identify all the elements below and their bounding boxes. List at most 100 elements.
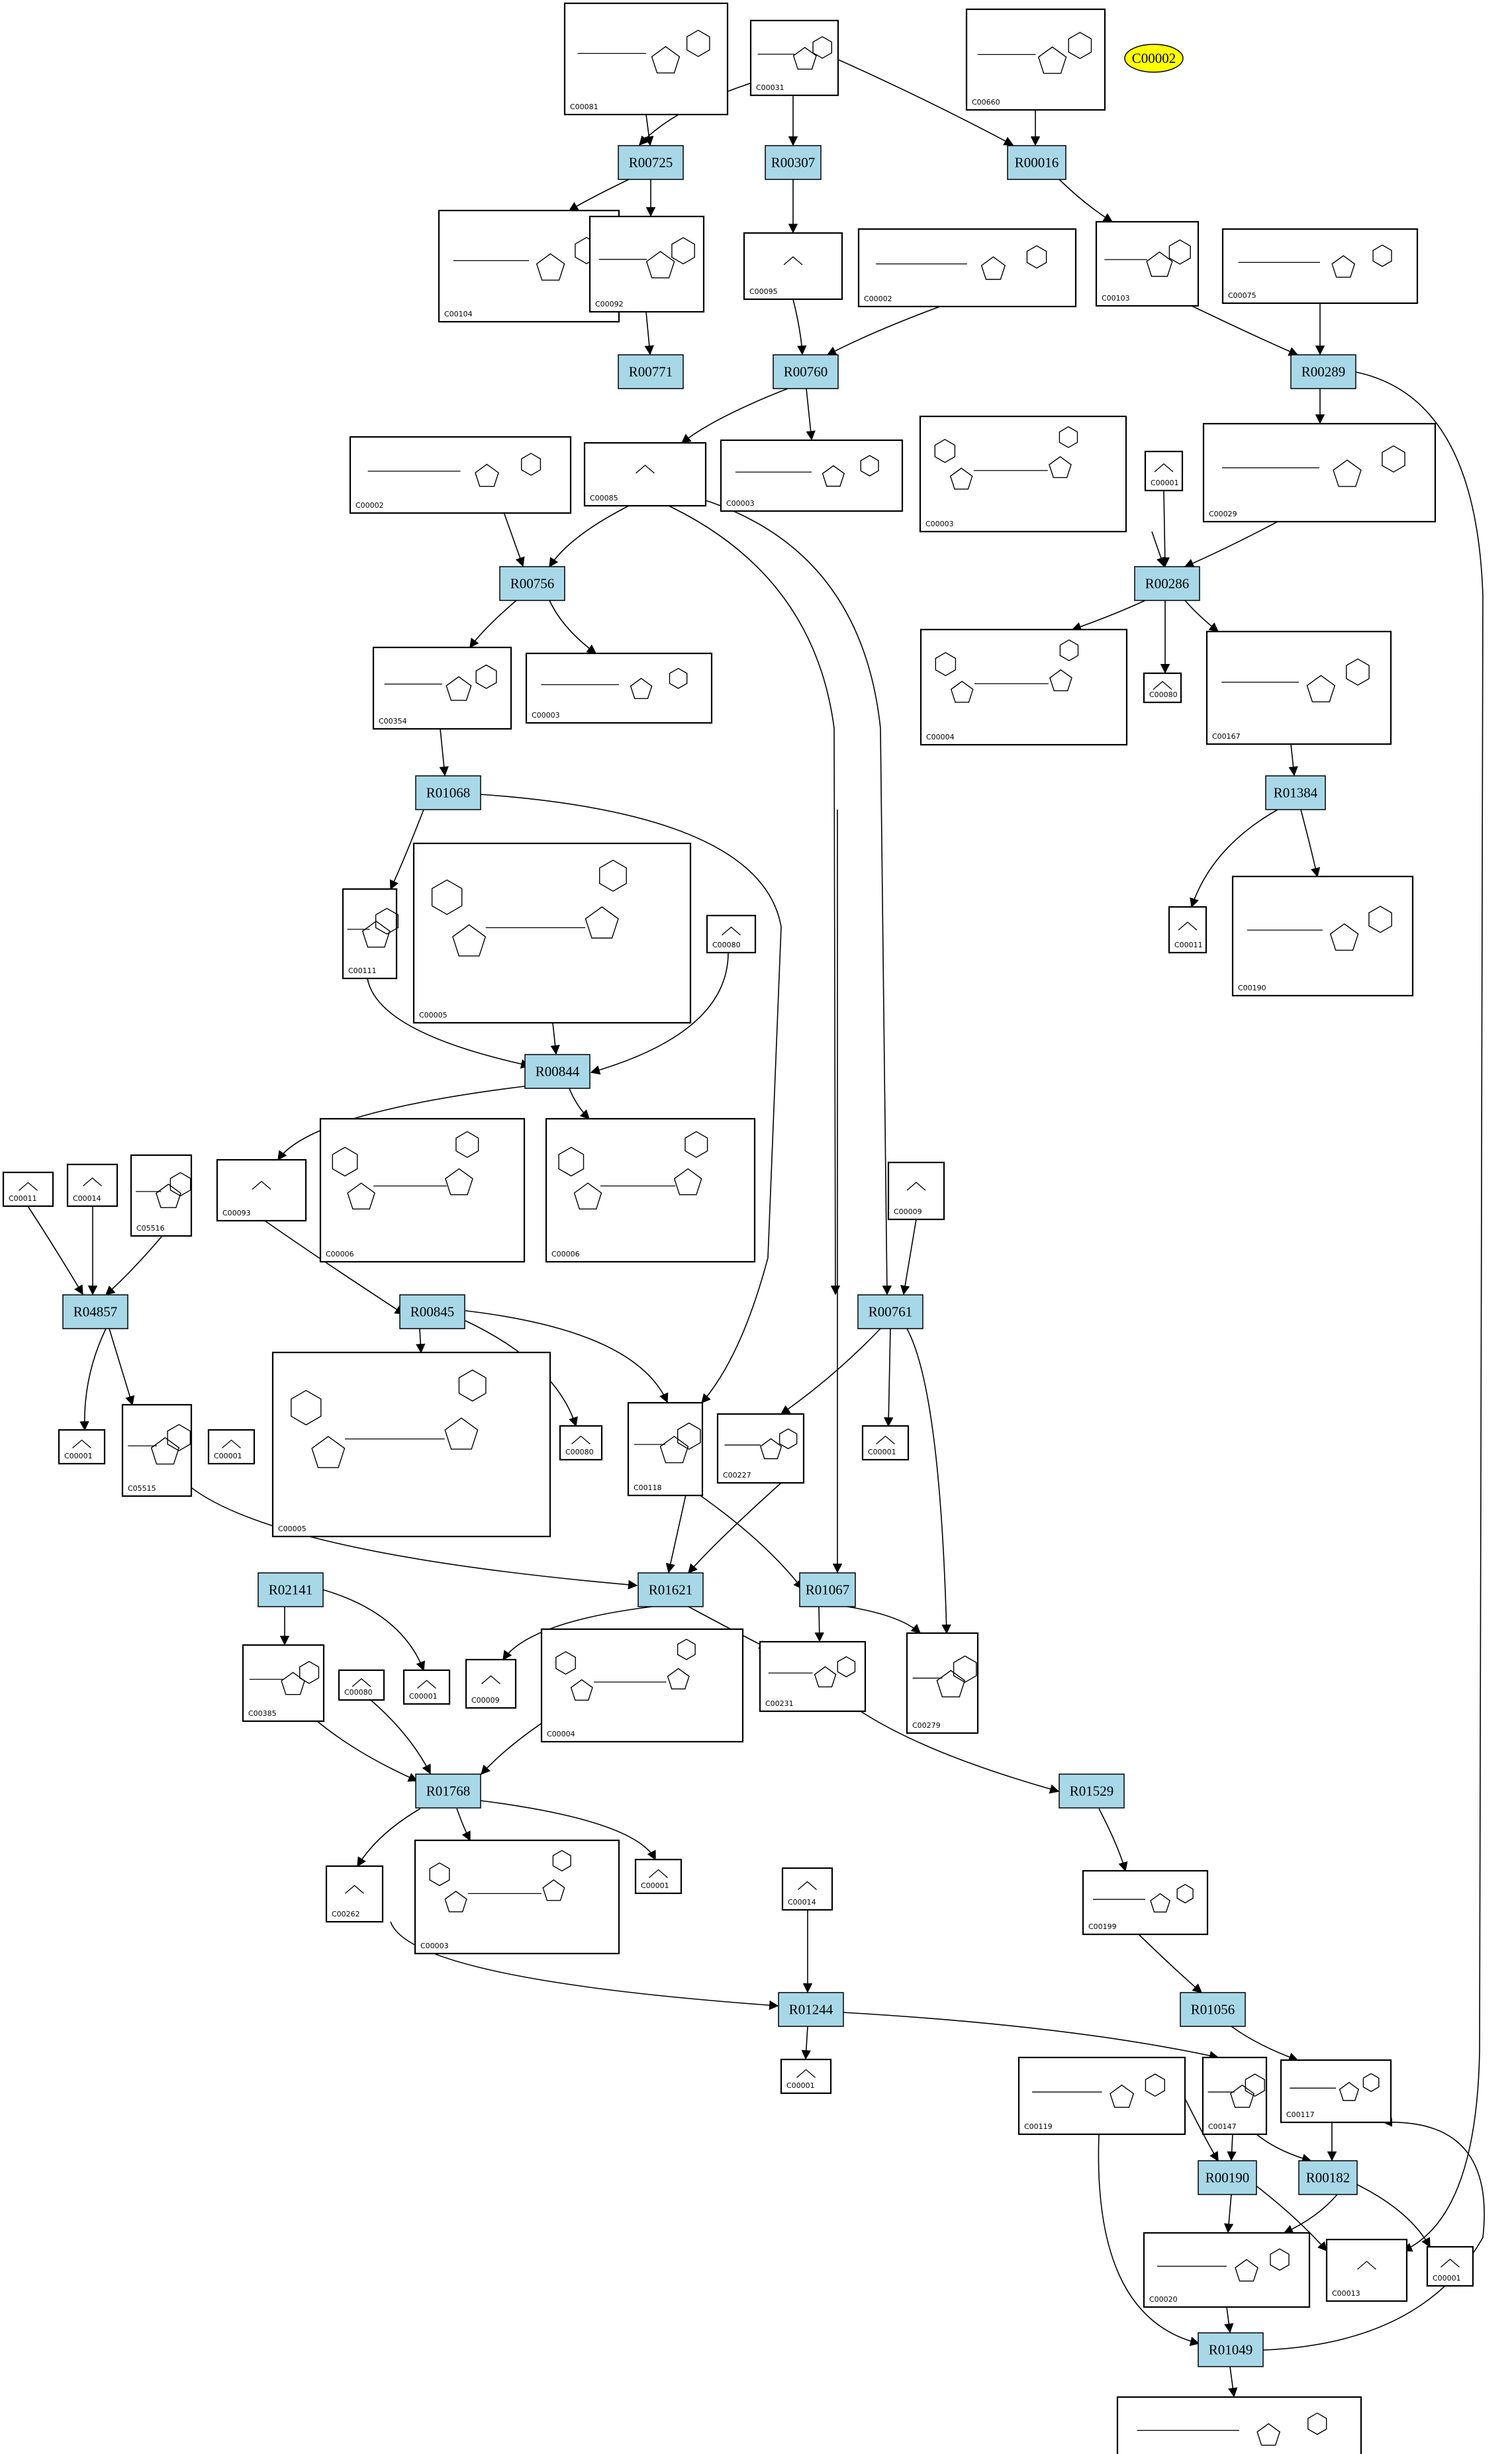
- compound-node[interactable]: C00014: [781, 1867, 833, 1911]
- compound-node[interactable]: C00085: [583, 442, 707, 507]
- compound-node[interactable]: C00092: [589, 215, 705, 313]
- compound-box: [919, 415, 1127, 533]
- compound-node[interactable]: C00104: [438, 209, 620, 323]
- reaction-node[interactable]: R01384: [1265, 775, 1326, 810]
- compound-node[interactable]: C00354: [372, 646, 512, 730]
- compound-node[interactable]: C05516: [130, 1154, 193, 1237]
- compound-node[interactable]: C00002: [1116, 2396, 1362, 2454]
- compound-id: C00095: [749, 287, 778, 296]
- reaction-node[interactable]: R00307: [765, 145, 822, 180]
- compound-node[interactable]: C00081: [563, 2, 729, 116]
- compound-node[interactable]: C00199: [1082, 1869, 1209, 1936]
- compound-node[interactable]: C00119: [1017, 2056, 1186, 2136]
- compound-node[interactable]: C00002: [349, 436, 572, 514]
- compound-node[interactable]: C00004: [540, 1628, 744, 1743]
- compound-node[interactable]: C00231: [759, 1640, 867, 1713]
- compound-node[interactable]: C00011: [2, 1171, 54, 1207]
- compound-node[interactable]: C00031: [749, 19, 839, 97]
- compound-node[interactable]: C00080: [1143, 672, 1182, 704]
- structure-drawing: [876, 1435, 895, 1444]
- compound-node[interactable]: C00003: [720, 439, 904, 512]
- compound-node[interactable]: C00001: [1144, 450, 1184, 492]
- reaction-node[interactable]: R00725: [618, 145, 684, 180]
- reaction-node[interactable]: R01067: [799, 1572, 856, 1607]
- compound-node[interactable]: C00003: [525, 652, 713, 724]
- reaction-node[interactable]: R00182: [1298, 2160, 1358, 2195]
- reaction-node[interactable]: R04857: [62, 1294, 128, 1329]
- compound-node[interactable]: C00020: [1143, 2232, 1311, 2308]
- compound-node[interactable]: C00014: [66, 1163, 118, 1207]
- reaction-edge: [1098, 2134, 1200, 2346]
- compound-node[interactable]: C00005: [271, 1351, 551, 1538]
- compound-id: C00004: [547, 1730, 575, 1738]
- compound-node[interactable]: C00006: [545, 1117, 756, 1263]
- reaction-edge: [480, 794, 782, 1404]
- compound-node[interactable]: C00001: [402, 1669, 451, 1705]
- compound-node[interactable]: C00279: [906, 1632, 979, 1734]
- compound-node[interactable]: C00227: [716, 1413, 805, 1484]
- reaction-node[interactable]: R00761: [857, 1294, 923, 1329]
- reaction-node[interactable]: R00771: [618, 354, 684, 389]
- compound-node[interactable]: C00262: [325, 1865, 384, 1923]
- compound-node[interactable]: C00001: [861, 1425, 910, 1461]
- reaction-id: R01621: [649, 1582, 693, 1598]
- reaction-node[interactable]: R00016: [1007, 145, 1066, 180]
- compound-box: [1168, 906, 1207, 954]
- structure-drawing: [249, 1660, 320, 1695]
- reaction-node[interactable]: R01768: [415, 1773, 481, 1809]
- reaction-node[interactable]: R01244: [778, 1992, 844, 2027]
- compound-node[interactable]: C00003: [414, 1839, 620, 1955]
- reaction-node[interactable]: R00289: [1290, 354, 1356, 389]
- compound-node[interactable]: C00660: [965, 8, 1106, 111]
- compound-node[interactable]: C00004: [920, 628, 1128, 746]
- compound-node[interactable]: C00006: [319, 1117, 526, 1263]
- compound-node[interactable]: C05515: [121, 1403, 193, 1497]
- compound-id: C00001: [409, 1692, 438, 1701]
- reaction-node[interactable]: R01056: [1180, 1992, 1246, 2027]
- compound-node[interactable]: C00147: [1202, 2056, 1268, 2136]
- reaction-node[interactable]: R01049: [1198, 2332, 1264, 2367]
- compound-node[interactable]: C00075: [1221, 228, 1419, 305]
- structure-drawing: [417, 1679, 436, 1689]
- compound-node[interactable]: C00190: [1231, 875, 1414, 997]
- compound-node[interactable]: C00011: [1168, 906, 1207, 954]
- reaction-node[interactable]: R00190: [1198, 2160, 1257, 2195]
- compound-node[interactable]: C00009: [465, 1658, 517, 1709]
- reaction-node[interactable]: R00844: [524, 1054, 591, 1089]
- compound-node[interactable]: C00118: [627, 1401, 704, 1497]
- compound-node[interactable]: C00001: [780, 2058, 832, 2095]
- compound-node[interactable]: C00093: [216, 1158, 307, 1222]
- compound-node[interactable]: C00001: [634, 1858, 683, 1895]
- compound-node[interactable]: C00009: [887, 1161, 945, 1221]
- compound-box: [349, 436, 572, 514]
- compound-node[interactable]: C00003: [919, 415, 1127, 533]
- reaction-node[interactable]: R00845: [399, 1294, 465, 1329]
- ring-bond: [860, 455, 879, 477]
- reaction-edge: [370, 1699, 431, 1775]
- reaction-node[interactable]: R00756: [499, 566, 565, 601]
- compound-node[interactable]: C00001: [1426, 2245, 1474, 2287]
- compound-node[interactable]: C00103: [1095, 220, 1200, 307]
- reaction-node[interactable]: R01068: [415, 775, 481, 810]
- compound-node[interactable]: C00167: [1205, 630, 1392, 745]
- compound-node[interactable]: C00013: [1325, 2238, 1408, 2302]
- compound-node[interactable]: C00080: [706, 914, 757, 954]
- reaction-node[interactable]: R02141: [258, 1572, 324, 1607]
- structure-drawing: [1222, 445, 1405, 487]
- reaction-node[interactable]: R01621: [638, 1572, 704, 1607]
- compound-node[interactable]: C00111: [342, 888, 399, 980]
- reaction-node[interactable]: R01529: [1059, 1773, 1125, 1809]
- compound-node[interactable]: C00080: [338, 1669, 385, 1701]
- reaction-node[interactable]: R00286: [1134, 566, 1200, 601]
- compound-node[interactable]: C00095: [743, 232, 843, 301]
- structure-drawing: [384, 664, 497, 701]
- compound-node[interactable]: C00001: [58, 1429, 106, 1465]
- compound-node[interactable]: C00080: [559, 1425, 603, 1461]
- compound-node[interactable]: C00005: [412, 842, 692, 1024]
- compound-node[interactable]: C00001: [207, 1429, 256, 1465]
- compound-node[interactable]: C00385: [242, 1644, 325, 1723]
- compound-node[interactable]: C00117: [1280, 2059, 1392, 2124]
- compound-node[interactable]: C00029: [1202, 422, 1437, 523]
- compound-node[interactable]: C00002: [857, 228, 1077, 308]
- reaction-node[interactable]: R00760: [773, 354, 839, 389]
